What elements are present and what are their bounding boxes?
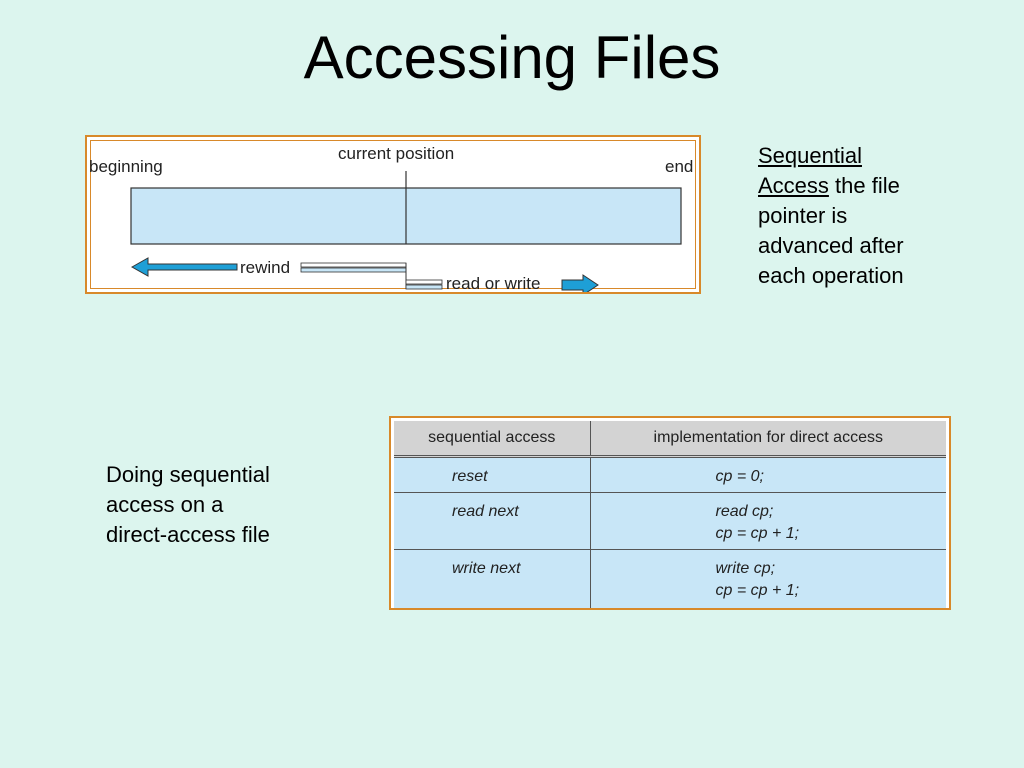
term-access: Access [758,173,829,198]
note-line3: pointer is [758,203,848,228]
note-line4: advanced after [758,233,904,258]
table-header-row: sequential access implementation for dir… [394,421,946,458]
sequential-access-note: Sequential Access the file pointer is ad… [758,141,958,291]
label-current-position: current position [338,144,454,163]
impl-line: cp = 0; [715,468,764,485]
op-cell: write next [394,549,591,608]
rewind-arrow-icon [130,257,407,289]
impl-cell: read cp; cp = cp + 1; [590,492,946,550]
direct-access-table: sequential access implementation for dir… [394,421,946,608]
op-cell: reset [394,456,591,493]
note-text: the file [835,173,900,198]
read-write-arrow-icon [405,274,599,292]
table-row: reset cp = 0; [394,456,946,493]
impl-line: read cp; [715,503,774,520]
table-row: read next read cp; cp = cp + 1; [394,492,946,550]
slide-title: Accessing Files [303,24,721,91]
impl-line: write cp; [715,560,776,577]
sequential-access-diagram: beginning current position end rewind re… [85,135,701,294]
impl-cell: cp = 0; [590,456,946,493]
note2-line3: direct-access file [106,522,270,547]
op-cell: read next [394,492,591,550]
label-end: end [665,157,693,176]
label-read-or-write: read or write [446,274,540,292]
impl-line: cp = cp + 1; [715,525,800,542]
label-rewind: rewind [240,258,290,277]
header-sequential-access: sequential access [394,421,591,458]
direct-access-note: Doing sequential access on a direct-acce… [106,460,346,550]
note2-line2: access on a [106,492,224,517]
note2-line1: Doing sequential [106,462,270,487]
impl-cell: write cp; cp = cp + 1; [590,549,946,608]
table-row: write next write cp; cp = cp + 1; [394,549,946,608]
term-sequential: Sequential [758,143,862,168]
impl-line: cp = cp + 1; [715,582,800,599]
header-implementation: implementation for direct access [590,421,946,458]
direct-access-table-frame: sequential access implementation for dir… [389,416,951,610]
label-beginning: beginning [89,157,163,176]
note-line5: each operation [758,263,904,288]
